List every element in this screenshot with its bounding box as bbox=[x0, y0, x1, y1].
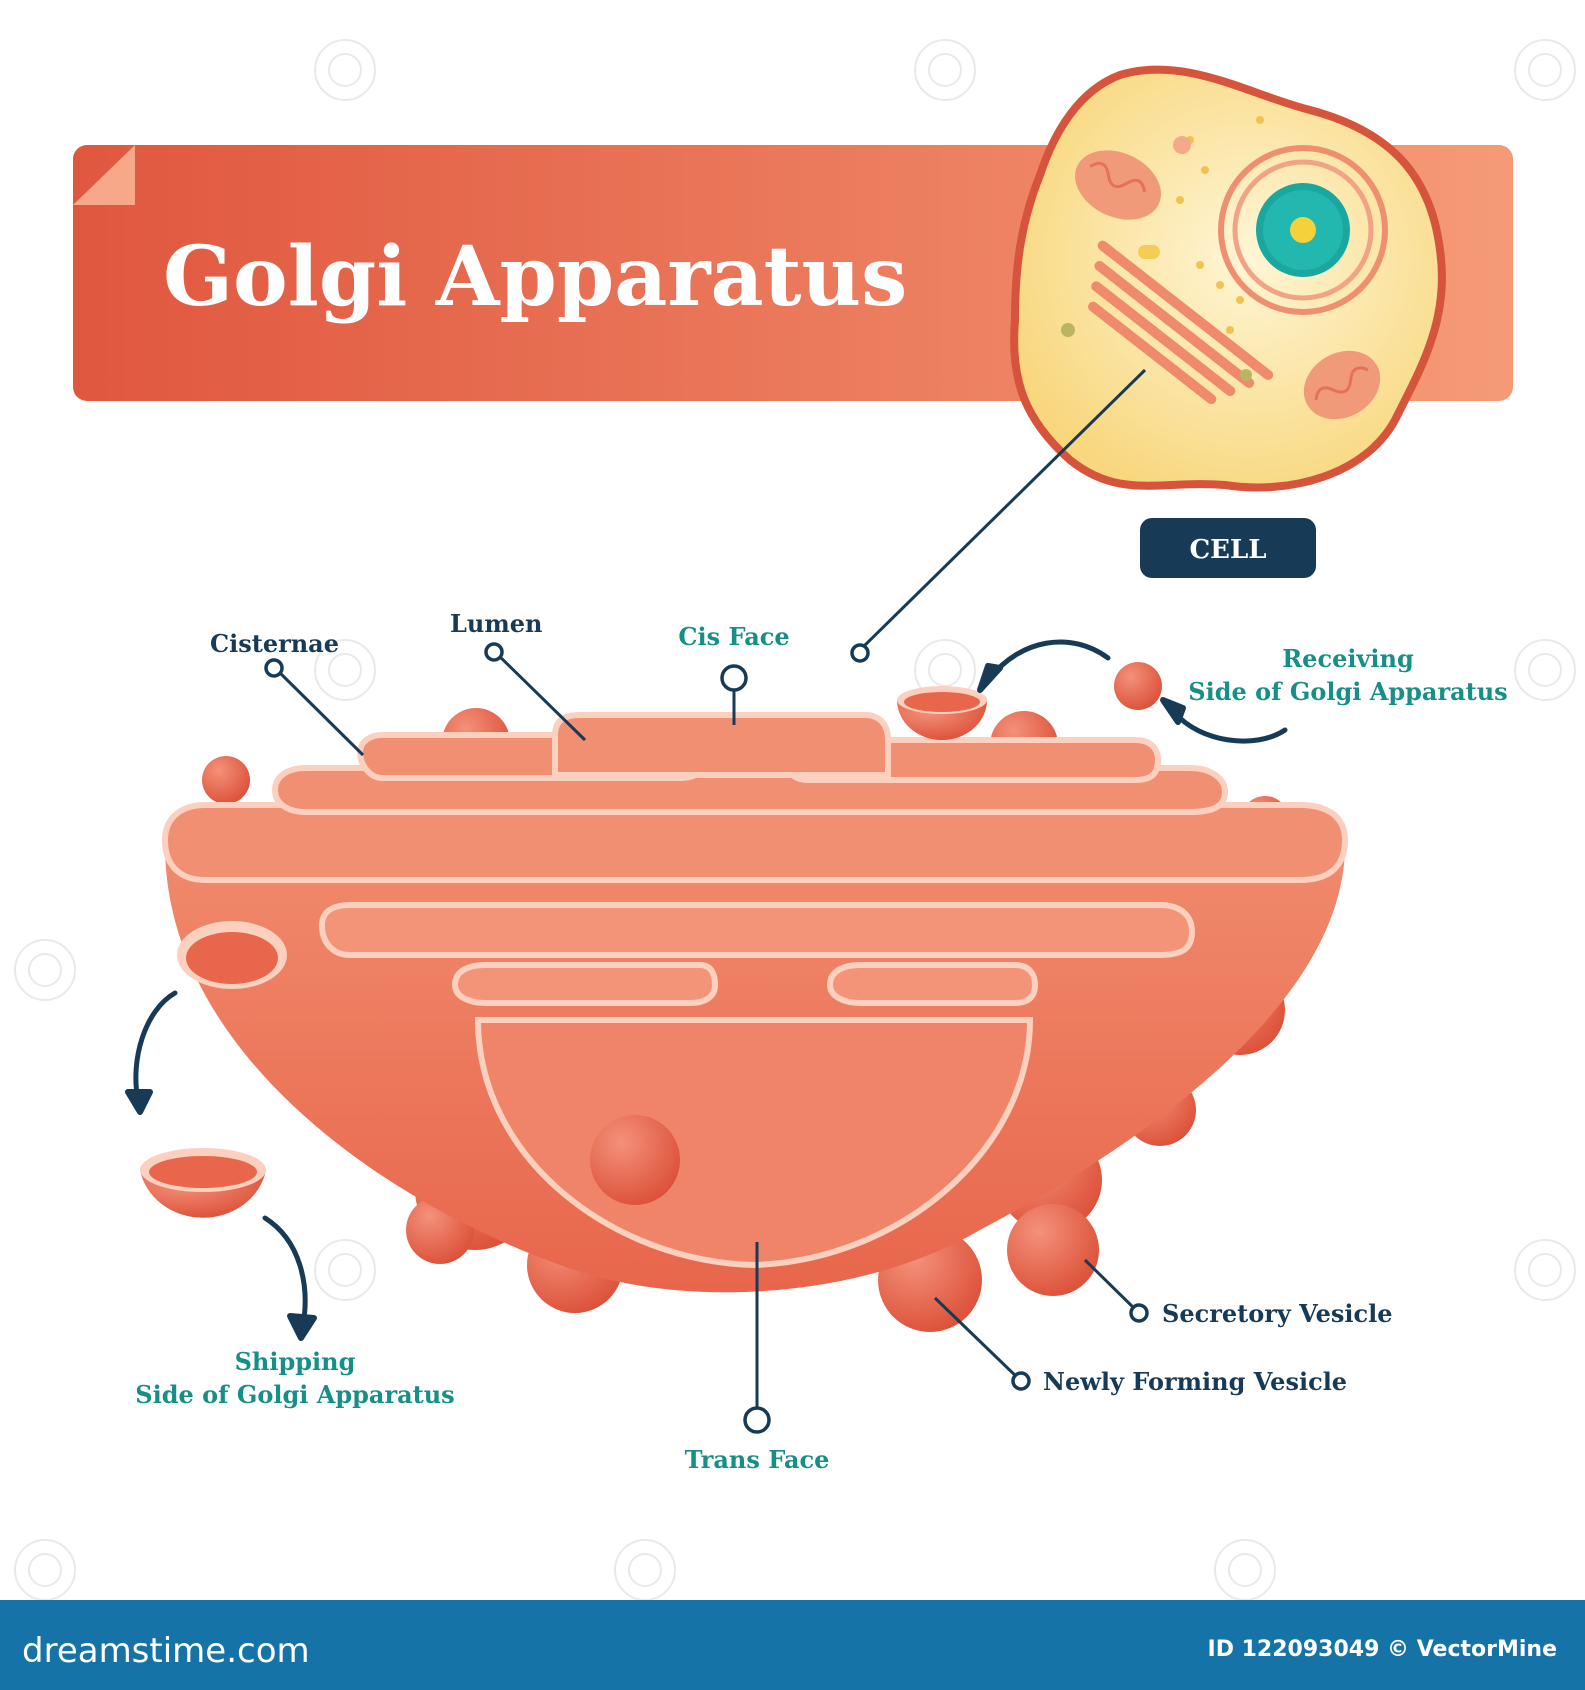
cell-label-pill: CELL bbox=[1140, 518, 1316, 578]
label-receiving-group: Receiving Side of Golgi Apparatus bbox=[1188, 644, 1507, 706]
label-cisternae-group: Cisternae bbox=[210, 629, 365, 757]
page-title: Golgi Apparatus bbox=[163, 229, 907, 325]
label-shipping-line1: Shipping bbox=[235, 1347, 356, 1376]
label-secretory-vesicle: Secretory Vesicle bbox=[1162, 1299, 1392, 1328]
label-shipping-group: Shipping Side of Golgi Apparatus bbox=[135, 1347, 454, 1409]
label-newly-forming-vesicle: Newly Forming Vesicle bbox=[1043, 1367, 1347, 1396]
shipping-arrows bbox=[125, 990, 317, 1341]
label-shipping-line2: Side of Golgi Apparatus bbox=[135, 1380, 454, 1409]
shipping-vesicle bbox=[140, 1148, 266, 1218]
cell-golgi-icon bbox=[1088, 240, 1274, 405]
cell-inset bbox=[1010, 65, 1446, 492]
label-cisternae: Cisternae bbox=[210, 629, 339, 658]
label-cis-face-group: Cis Face bbox=[678, 622, 790, 725]
label-trans-face: Trans Face bbox=[685, 1445, 830, 1474]
label-receiving-line2: Side of Golgi Apparatus bbox=[1188, 677, 1507, 706]
mitochondrion-icon bbox=[1075, 150, 1161, 220]
golgi-body bbox=[161, 708, 1349, 1332]
cell-label: CELL bbox=[1189, 535, 1266, 565]
footer-logo: dreamstime.com bbox=[22, 1631, 310, 1671]
receiving-vesicles bbox=[897, 662, 1162, 740]
footer-id: ID 122093049 © VectorMine bbox=[1208, 1637, 1557, 1662]
label-receiving-line1: Receiving bbox=[1282, 644, 1414, 673]
label-trans-face-group: Trans Face bbox=[685, 1242, 830, 1474]
label-lumen: Lumen bbox=[450, 609, 542, 638]
label-cis-face: Cis Face bbox=[678, 622, 789, 651]
footer-bar: dreamstime.com ID 122093049 © VectorMine bbox=[0, 1600, 1585, 1690]
receiving-arrows bbox=[977, 639, 1288, 744]
label-lumen-group: Lumen bbox=[450, 609, 587, 742]
label-newly-forming-group: Newly Forming Vesicle bbox=[933, 1296, 1347, 1396]
label-secretory-group: Secretory Vesicle bbox=[1007, 1204, 1392, 1328]
